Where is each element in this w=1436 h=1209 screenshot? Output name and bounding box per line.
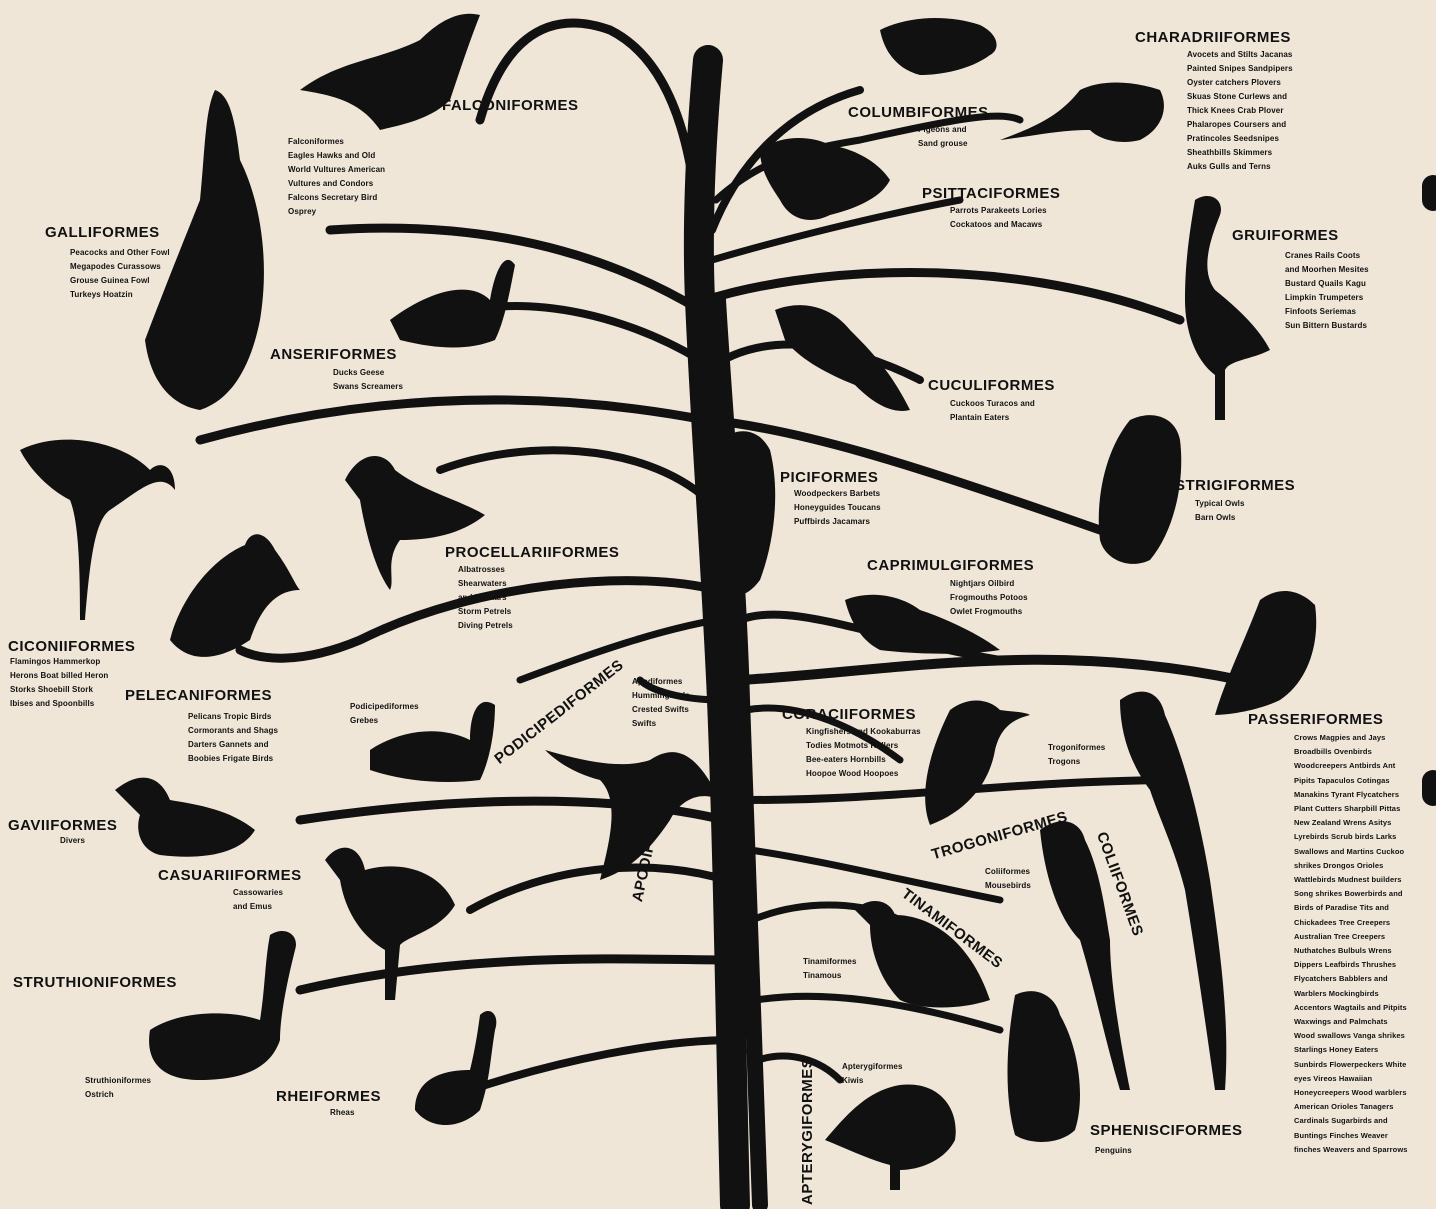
branch-rheiformes bbox=[470, 1040, 734, 1090]
kiwi-icon bbox=[825, 1084, 956, 1190]
tree-trunk bbox=[699, 60, 735, 1205]
members-ciconiiformes: Flamingos Hammerkop Herons Boat billed H… bbox=[10, 655, 108, 711]
members-coraciiformes: Kingfishers and Kookaburras Todies Motmo… bbox=[806, 725, 921, 781]
order-galliformes: GALLIFORMES bbox=[45, 225, 160, 240]
members-struthioniformes: Struthioniformes Ostrich bbox=[85, 1074, 151, 1102]
order-columbiformes: COLUMBIFORMES bbox=[848, 105, 989, 120]
order-apterygiformes: APTERYGIFORMES bbox=[800, 1058, 815, 1205]
branch-galliformes bbox=[330, 228, 700, 310]
order-strigiformes: STRIGIFORMES bbox=[1175, 478, 1295, 493]
branch-coliiformes bbox=[750, 850, 1000, 900]
owl-icon bbox=[1099, 415, 1182, 564]
cuckoo-icon bbox=[775, 305, 910, 411]
branch-ciconiiformes bbox=[200, 400, 705, 440]
members-falconiformes: Falconiformes Eagles Hawks and Old World… bbox=[288, 135, 385, 219]
order-casuariiformes: CASUARIIFORMES bbox=[158, 868, 302, 883]
members-piciformes: Woodpeckers Barbets Honeyguides Toucans … bbox=[794, 487, 881, 529]
members-passeriformes: Crows Magpies and Jays Broadbills Ovenbi… bbox=[1294, 731, 1408, 1157]
punch-hole-bottom bbox=[1422, 770, 1436, 806]
members-podicipediformes: Podicipediformes Grebes bbox=[350, 700, 419, 728]
avocet-icon bbox=[1000, 83, 1164, 142]
quetzal-icon bbox=[1120, 692, 1226, 1090]
order-passeriformes: PASSERIFORMES bbox=[1248, 712, 1383, 727]
members-psittaciformes: Parrots Parakeets Lories Cockatoos and M… bbox=[950, 204, 1047, 232]
members-gruiformes: Cranes Rails Coots and Moorhen Mesites B… bbox=[1285, 249, 1369, 333]
members-galliformes: Peacocks and Other Fowl Megapodes Curass… bbox=[70, 246, 170, 302]
members-caprimulgiformes: Nightjars Oilbird Frogmouths Potoos Owle… bbox=[950, 577, 1028, 619]
order-charadriiformes: CHARADRIIFORMES bbox=[1135, 30, 1291, 45]
order-anseriformes: ANSERIFORMES bbox=[270, 347, 397, 362]
branch-passeriformes bbox=[742, 660, 1240, 680]
members-apterygiformes: Apterygiformes Kiwis bbox=[842, 1060, 903, 1088]
order-gruiformes: GRUIFORMES bbox=[1232, 228, 1339, 243]
members-trogoniformes: Trogoniformes Trogons bbox=[1048, 741, 1105, 769]
order-coraciiformes: CORACIIFORMES bbox=[782, 707, 916, 722]
order-cuculiformes: CUCULIFORMES bbox=[928, 378, 1055, 393]
members-tinamiformes: Tinamiformes Tinamous bbox=[803, 955, 857, 983]
members-anseriformes: Ducks Geese Swans Screamers bbox=[333, 366, 403, 394]
kingfisher-icon bbox=[925, 701, 1030, 825]
members-apodiformes: Apodiformes Hummingbirds Crested Swifts … bbox=[632, 675, 690, 731]
pigeon-icon bbox=[880, 18, 997, 75]
members-sphenisciformes: Penguins bbox=[1095, 1144, 1132, 1158]
punch-hole-top bbox=[1422, 175, 1436, 211]
branch-casuariiformes bbox=[470, 868, 726, 910]
order-psittaciformes: PSITTACIFORMES bbox=[922, 186, 1060, 201]
members-columbiformes: Pigeons and Sand grouse bbox=[918, 123, 968, 151]
order-procellariiformes: PROCELLARIIFORMES bbox=[445, 545, 619, 560]
bird-silhouettes bbox=[20, 14, 1316, 1190]
members-coliiformes: Coliiformes Mousebirds bbox=[985, 865, 1031, 893]
members-strigiformes: Typical Owls Barn Owls bbox=[1195, 497, 1245, 525]
branch-struthioniformes bbox=[300, 959, 730, 990]
members-gaviiformes: Divers bbox=[60, 834, 85, 848]
members-charadriiformes: Avocets and Stilts Jacanas Painted Snipe… bbox=[1187, 48, 1293, 174]
members-rheiformes: Rheas bbox=[330, 1106, 355, 1120]
crow-icon bbox=[1215, 591, 1316, 715]
order-pelecaniformes: PELECANIFORMES bbox=[125, 688, 272, 703]
members-cuculiformes: Cuckoos Turacos and Plantain Eaters bbox=[950, 397, 1035, 425]
pelican-icon bbox=[170, 534, 300, 657]
order-gaviiformes: GAVIIFORMES bbox=[8, 818, 117, 833]
ostrich-icon bbox=[149, 931, 296, 1080]
rhea-icon bbox=[415, 1011, 496, 1125]
order-ciconiiformes: CICONIIFORMES bbox=[8, 639, 135, 654]
parrot-icon bbox=[760, 138, 890, 220]
members-casuariiformes: Cassowaries and Emus bbox=[233, 886, 283, 914]
order-falconiformes: FALCONIFORMES bbox=[442, 98, 579, 113]
loon-icon bbox=[115, 778, 255, 857]
order-caprimulgiformes: CAPRIMULGIFORMES bbox=[867, 558, 1034, 573]
members-pelecaniformes: Pelicans Tropic Birds Cormorants and Sha… bbox=[188, 710, 278, 766]
penguin-icon bbox=[1008, 991, 1081, 1142]
flamingo-icon bbox=[20, 440, 175, 620]
order-piciformes: PICIFORMES bbox=[780, 470, 878, 485]
duck-icon bbox=[390, 260, 515, 348]
order-struthioniformes: STRUTHIONIFORMES bbox=[13, 975, 177, 990]
branch-procellariiformes bbox=[440, 450, 708, 500]
woodpecker-icon bbox=[718, 431, 775, 595]
order-sphenisciformes: SPHENISCIFORMES bbox=[1090, 1123, 1243, 1138]
members-procellariiformes: Albatrosses Shearwaters and Fulmars Stor… bbox=[458, 563, 513, 633]
order-rheiformes: RHEIFORMES bbox=[276, 1089, 381, 1104]
